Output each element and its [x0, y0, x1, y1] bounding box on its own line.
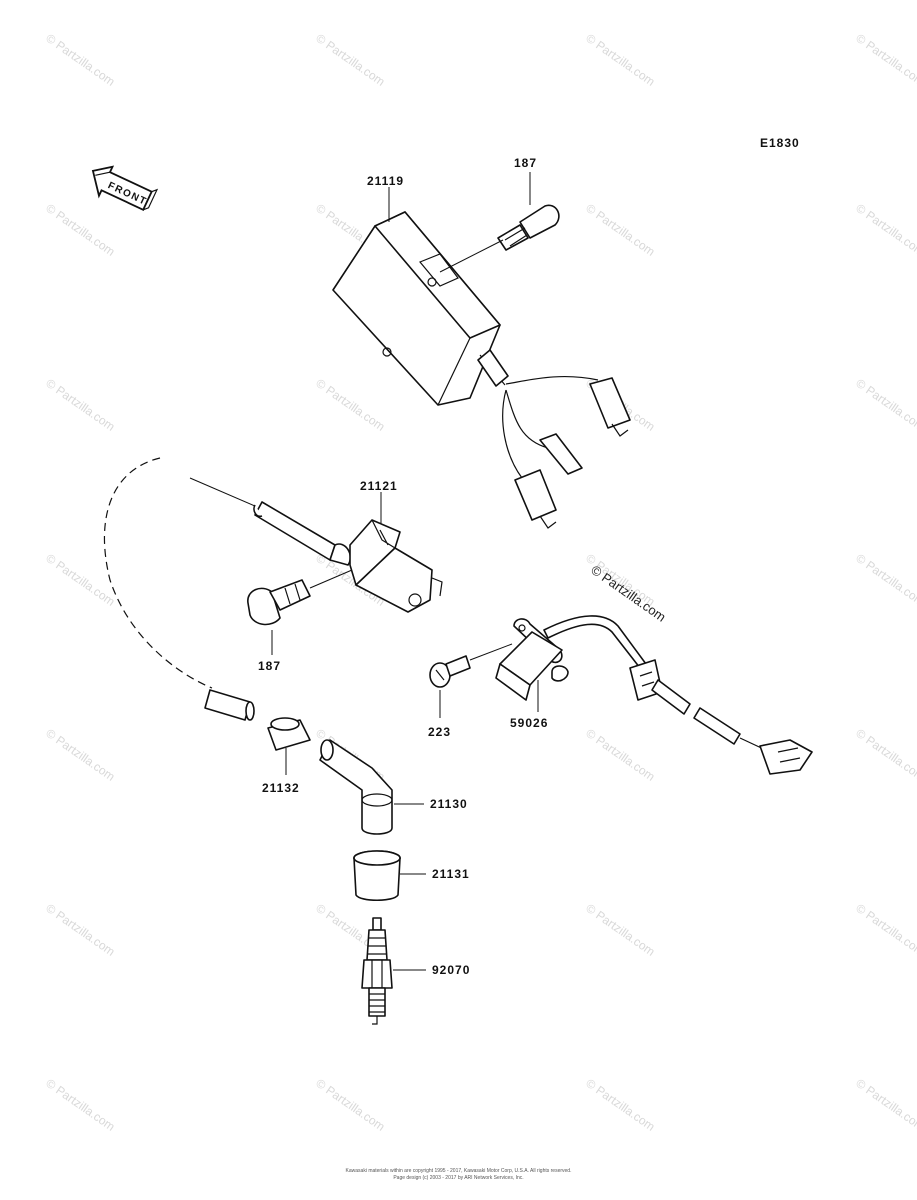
part-59026-sensor[interactable]: [495, 615, 813, 775]
partzilla-watermark: © Partzilla.com: [313, 376, 387, 434]
partzilla-watermark: © Partzilla.com: [43, 726, 117, 784]
part-21121-ignition-coil[interactable]: [189, 477, 443, 613]
leader-bolt-left-axis: [309, 569, 353, 589]
part-21130-plug-cap[interactable]: [319, 739, 393, 835]
part-187-bolt-left[interactable]: [247, 579, 311, 626]
partzilla-watermark: © Partzilla.com: [43, 551, 117, 609]
label-187-top: 187: [514, 156, 537, 170]
diagram-code: E1830: [760, 136, 800, 150]
partzilla-watermark: © Partzilla.com: [43, 1076, 117, 1134]
part-92070-spark-plug[interactable]: [361, 917, 393, 1025]
part-21131-seal[interactable]: [353, 850, 401, 902]
label-187-left: 187: [258, 659, 281, 673]
label-21132: 21132: [262, 781, 300, 795]
partzilla-watermark: © Partzilla.com: [853, 551, 917, 609]
part-223-screw[interactable]: [429, 655, 471, 688]
partzilla-watermark: © Partzilla.com: [853, 31, 917, 89]
partzilla-watermark: © Partzilla.com: [853, 201, 917, 259]
ht-lead-dashed: [103, 457, 213, 689]
footer-design-credit: Page design (c) 2003 - 2017 by ARI Netwo…: [393, 1175, 524, 1181]
label-21130: 21130: [430, 797, 468, 811]
partzilla-watermark: © Partzilla.com: [853, 726, 917, 784]
watermark-layer: © Partzilla.com © Partzilla.com © Partzill…: [43, 31, 917, 1134]
part-21132-sleeve[interactable]: [204, 689, 311, 751]
partzilla-watermark-large: © Partzilla.com: [588, 562, 668, 625]
label-92070: 92070: [432, 963, 470, 977]
label-59026: 59026: [510, 716, 548, 730]
partzilla-watermark: © Partzilla.com: [583, 726, 657, 784]
part-21119-igniter[interactable]: [332, 211, 631, 529]
leader-bolt-axis: [439, 239, 504, 273]
footer-copyright: Kawasaki materials within are copyright …: [345, 1168, 572, 1174]
partzilla-watermark: © Partzilla.com: [583, 201, 657, 259]
partzilla-watermark: © Partzilla.com: [43, 201, 117, 259]
partzilla-watermark: © Partzilla.com: [853, 901, 917, 959]
leader-screw-axis: [469, 643, 513, 661]
partzilla-watermark: © Partzilla.com: [43, 901, 117, 959]
partzilla-watermark: © Partzilla.com: [853, 376, 917, 434]
partzilla-watermark: © Partzilla.com: [43, 376, 117, 434]
partzilla-watermark: © Partzilla.com: [313, 31, 387, 89]
label-21119: 21119: [367, 174, 404, 188]
partzilla-watermark: © Partzilla.com: [313, 1076, 387, 1134]
front-arrow-icon: FRONT: [91, 165, 159, 211]
label-21121: 21121: [360, 479, 398, 493]
partzilla-watermark: © Partzilla.com: [43, 31, 117, 89]
partzilla-watermark: © Partzilla.com: [583, 901, 657, 959]
partzilla-watermark: © Partzilla.com: [853, 1076, 917, 1134]
part-187-bolt-top[interactable]: [497, 204, 560, 251]
label-21131: 21131: [432, 867, 470, 881]
label-223: 223: [428, 725, 451, 739]
partzilla-watermark: © Partzilla.com: [583, 31, 657, 89]
partzilla-watermark: © Partzilla.com: [583, 1076, 657, 1134]
